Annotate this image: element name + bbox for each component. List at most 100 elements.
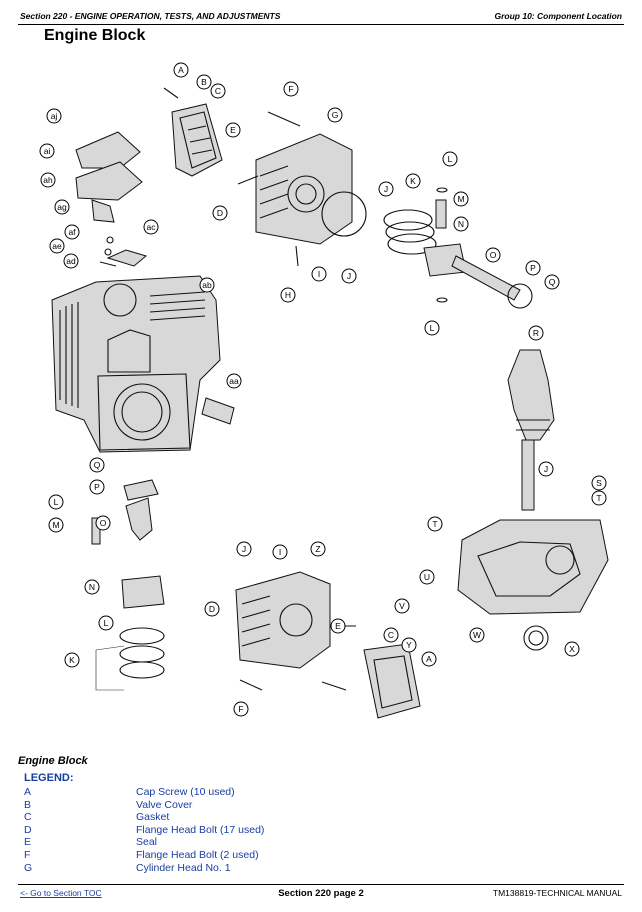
callout: H bbox=[280, 287, 296, 303]
callout: W bbox=[469, 627, 485, 643]
svg-text:N: N bbox=[458, 219, 464, 229]
callout: Q bbox=[544, 274, 560, 290]
legend-item: E Seal bbox=[24, 836, 424, 849]
svg-text:L: L bbox=[54, 497, 59, 507]
manual-id: TM138819-TECHNICAL MANUAL bbox=[492, 888, 622, 898]
svg-text:J: J bbox=[384, 184, 388, 194]
svg-text:A: A bbox=[178, 65, 184, 75]
svg-text:L: L bbox=[104, 618, 109, 628]
callout: I bbox=[311, 266, 327, 282]
svg-text:J: J bbox=[347, 271, 351, 281]
svg-text:X: X bbox=[569, 644, 575, 654]
svg-text:P: P bbox=[530, 263, 536, 273]
svg-text:Q: Q bbox=[549, 277, 556, 287]
legend-desc: Gasket bbox=[136, 811, 170, 824]
callout: E bbox=[330, 618, 346, 634]
crankcase-cover-drawing bbox=[457, 519, 609, 651]
callout: ad bbox=[63, 253, 79, 269]
callout: B bbox=[196, 74, 212, 90]
svg-text:T: T bbox=[432, 519, 437, 529]
callout: Y bbox=[401, 637, 417, 653]
svg-text:P: P bbox=[94, 482, 100, 492]
svg-text:N: N bbox=[89, 582, 95, 592]
svg-text:aa: aa bbox=[229, 376, 239, 386]
callout: ag bbox=[54, 199, 70, 215]
legend-desc: Cylinder Head No. 1 bbox=[136, 861, 231, 874]
legend-key: G bbox=[24, 861, 33, 874]
svg-text:C: C bbox=[388, 630, 394, 640]
svg-text:E: E bbox=[230, 125, 236, 135]
section-toc-link[interactable]: <- Go to Section TOC bbox=[20, 888, 102, 898]
part-callouts: A B C E F G aj ai ah ag af ae ad ac ab a… bbox=[39, 62, 607, 717]
callout: E bbox=[225, 122, 241, 138]
callout: P bbox=[89, 479, 105, 495]
legend-list: A Cap Screw (10 used) B Valve Cover C Ga… bbox=[24, 786, 424, 874]
svg-text:K: K bbox=[410, 176, 416, 186]
callout: S bbox=[591, 475, 607, 491]
callout: K bbox=[64, 652, 80, 668]
callout: af bbox=[64, 224, 80, 240]
svg-text:G: G bbox=[332, 110, 339, 120]
legend-key: F bbox=[24, 848, 31, 861]
legend-item: D Flange Head Bolt (17 used) bbox=[24, 824, 424, 837]
svg-text:W: W bbox=[473, 630, 481, 640]
callout: X bbox=[564, 641, 580, 657]
svg-text:H: H bbox=[285, 290, 291, 300]
legend-item: F Flange Head Bolt (2 used) bbox=[24, 849, 424, 862]
legend-item: A Cap Screw (10 used) bbox=[24, 786, 424, 799]
svg-text:M: M bbox=[52, 520, 59, 530]
piston-rod-drawing bbox=[383, 187, 533, 309]
valve-cover-drawing bbox=[163, 87, 223, 177]
callout: ac bbox=[143, 219, 159, 235]
page-title: Engine Block bbox=[44, 27, 146, 44]
svg-text:V: V bbox=[399, 601, 405, 611]
svg-text:R: R bbox=[533, 328, 539, 338]
legend-desc: Cap Screw (10 used) bbox=[136, 786, 235, 798]
svg-text:B: B bbox=[201, 77, 207, 87]
svg-text:O: O bbox=[490, 250, 497, 260]
svg-text:ah: ah bbox=[43, 175, 53, 185]
callout: M bbox=[453, 191, 469, 207]
svg-text:L: L bbox=[430, 323, 435, 333]
lower-head-drawing bbox=[235, 571, 421, 719]
svg-text:D: D bbox=[209, 604, 215, 614]
svg-text:F: F bbox=[238, 704, 243, 714]
callout: O bbox=[95, 515, 111, 531]
callout: U bbox=[419, 569, 435, 585]
legend-item: G Cylinder Head No. 1 bbox=[24, 862, 424, 875]
svg-text:M: M bbox=[457, 194, 464, 204]
legend-desc: Flange Head Bolt (17 used) bbox=[136, 823, 265, 836]
callout: L bbox=[48, 494, 64, 510]
legend-desc: Flange Head Bolt (2 used) bbox=[136, 848, 259, 861]
svg-text:S: S bbox=[596, 478, 602, 488]
callout: ah bbox=[40, 172, 56, 188]
svg-text:ac: ac bbox=[147, 222, 157, 232]
callout: L bbox=[442, 151, 458, 167]
legend-desc: Seal bbox=[136, 836, 158, 849]
callout: K bbox=[405, 173, 421, 189]
callout: D bbox=[204, 601, 220, 617]
legend-item: B Valve Cover bbox=[24, 799, 424, 812]
svg-text:ab: ab bbox=[202, 280, 212, 290]
legend-key: E bbox=[24, 836, 32, 849]
legend-key: D bbox=[24, 823, 32, 836]
callout: ab bbox=[199, 277, 215, 293]
callout: T bbox=[427, 516, 443, 532]
callout: O bbox=[485, 247, 501, 263]
callout: J bbox=[378, 181, 394, 197]
svg-text:F: F bbox=[288, 84, 293, 94]
callout: N bbox=[84, 579, 100, 595]
callout: A bbox=[173, 62, 189, 78]
callout: F bbox=[283, 81, 299, 97]
callout: ae bbox=[49, 238, 65, 254]
cylinder-head-drawing bbox=[237, 111, 367, 267]
svg-text:ai: ai bbox=[44, 146, 51, 156]
svg-text:T: T bbox=[596, 493, 601, 503]
svg-text:ad: ad bbox=[66, 256, 76, 266]
callout: I bbox=[272, 544, 288, 560]
page-number: Section 220 page 2 bbox=[278, 888, 364, 899]
engine-block-drawing bbox=[51, 275, 235, 453]
svg-text:I: I bbox=[279, 547, 281, 557]
callout: Q bbox=[89, 457, 105, 473]
callout: M bbox=[48, 517, 64, 533]
